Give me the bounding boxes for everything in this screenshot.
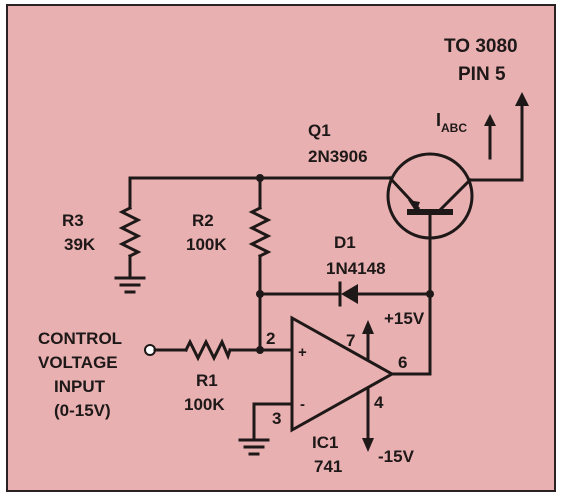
figure-frame xyxy=(6,4,556,492)
input-label-line2: VOLTAGE xyxy=(38,353,118,372)
r2-ref: R2 xyxy=(192,211,214,230)
q1-ref: Q1 xyxy=(308,121,331,140)
positive-supply-label: +15V xyxy=(384,309,425,328)
output-arrow xyxy=(515,92,529,106)
pin-7-label: 7 xyxy=(346,331,355,350)
r1-ref: R1 xyxy=(196,371,218,390)
noninverting-sign: + xyxy=(298,344,307,361)
negative-supply-label: -15V xyxy=(378,447,415,466)
wire-pin3-ground xyxy=(252,402,294,440)
r3-value: 39K xyxy=(64,235,96,254)
d1-part: 1N4148 xyxy=(326,259,386,278)
ic1-ref: IC1 xyxy=(312,433,338,452)
diode-d1-symbol xyxy=(338,281,358,307)
resistor-r3-symbol xyxy=(118,205,142,259)
output-label-line2: PIN 5 xyxy=(458,64,506,85)
ground-opamp xyxy=(238,438,270,456)
output-label-line1: TO 3080 xyxy=(444,36,518,57)
ground-r3 xyxy=(114,276,146,294)
r1-value: 100K xyxy=(184,395,225,414)
negative-supply-arrow xyxy=(362,388,374,452)
input-label-line3: INPUT xyxy=(54,377,106,396)
current-label: IABC xyxy=(436,110,467,135)
resistor-r1-symbol xyxy=(183,338,232,362)
pin-3-label: 3 xyxy=(272,409,281,428)
schematic-background xyxy=(8,6,554,490)
input-label-line1: CONTROL xyxy=(38,329,122,348)
resistor-r2-symbol xyxy=(248,205,272,259)
d1-ref: D1 xyxy=(334,233,356,252)
current-arrow xyxy=(484,114,496,160)
r2-value: 100K xyxy=(186,235,227,254)
opamp-ic1-symbol xyxy=(290,315,396,433)
input-label-line4: (0-15V) xyxy=(54,401,111,420)
ic1-part: 741 xyxy=(314,457,342,476)
q1-part: 2N3906 xyxy=(308,147,368,166)
pin-6-label: 6 xyxy=(398,353,407,372)
wire-emitter-output xyxy=(468,98,524,182)
pin-4-label: 4 xyxy=(374,393,384,412)
inverting-sign: - xyxy=(300,396,305,413)
positive-supply-arrow xyxy=(362,320,374,362)
r3-ref: R3 xyxy=(62,211,84,230)
pin-2-label: 2 xyxy=(266,329,275,348)
wire-collector xyxy=(390,212,432,376)
